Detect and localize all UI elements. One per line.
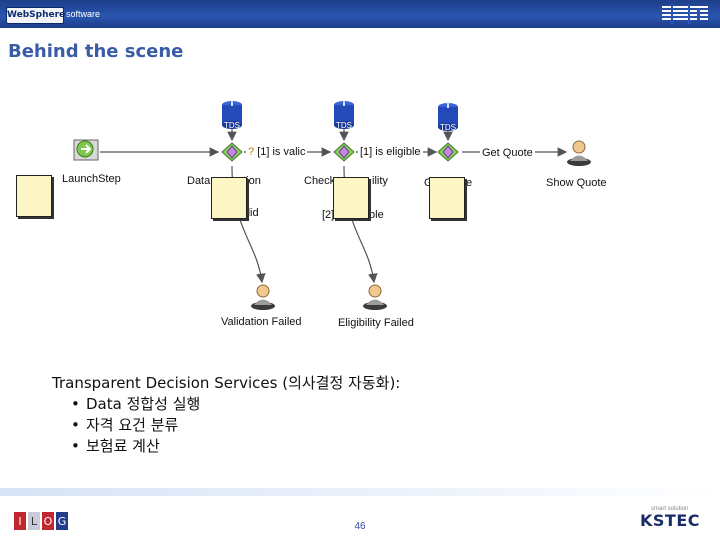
check-eligibility-label-tail: ility [372, 175, 388, 187]
eligibility-failed-label: Eligibility Failed [338, 317, 414, 329]
validation-failed-label: Validation Failed [221, 316, 302, 328]
list-item: 자격 요건 분류 [86, 415, 200, 436]
edge-label-eligible: [1] is eligible [358, 146, 423, 158]
data-validation-label: Data [187, 175, 211, 187]
svg-text:O: O [44, 515, 53, 528]
description-heading: Transparent Decision Services (의사결정 자동화)… [52, 374, 401, 392]
kstec-logo: KSTEC [640, 511, 701, 530]
edge-label-valid: ? [1] is valic [246, 146, 308, 158]
database-icon [438, 102, 458, 131]
svg-text:I: I [18, 515, 21, 528]
launch-step-icon [73, 139, 99, 161]
user-task-icon [363, 284, 387, 310]
edge-label-get-quote: Get Quote [480, 147, 535, 159]
svg-text:L: L [31, 515, 38, 528]
database-label: TDS [440, 123, 456, 132]
ilog-logo: I L O G [14, 512, 68, 530]
sticky-note [429, 177, 465, 219]
list-item: 보험료 계산 [86, 436, 200, 457]
product-label: software [66, 9, 101, 19]
edge-label-not-eligible: [2] [322, 209, 335, 221]
footer-band [0, 488, 720, 496]
database-icon [334, 100, 354, 129]
database-icon [222, 100, 242, 129]
user-task-icon [567, 140, 591, 166]
svg-text:G: G [58, 515, 67, 528]
decision-service-icon [333, 142, 355, 162]
check-eligibility-label: Check [304, 175, 336, 187]
database-label: TDS [336, 121, 352, 130]
ibm-logo [662, 4, 708, 24]
launch-step-label: LaunchStep [62, 173, 121, 185]
decision-service-icon [437, 142, 459, 162]
get-quote-label-tail: te [463, 177, 473, 189]
slide-title: Behind the scene [8, 41, 184, 62]
get-quote-label: G [424, 177, 433, 189]
sticky-note [16, 175, 52, 217]
user-task-icon [251, 284, 275, 310]
kstec-tagline: smart solution [651, 506, 689, 512]
websphere-logo: WebSphere [6, 7, 65, 24]
decision-service-icon [221, 142, 243, 162]
show-quote-label: Show Quote [546, 177, 607, 189]
sticky-note [211, 177, 247, 219]
database-label: TDS [224, 121, 240, 130]
header-bar [0, 0, 720, 28]
list-item: Data 정합성 실행 [86, 394, 200, 415]
page-number: 46 [354, 521, 366, 532]
feature-list: Data 정합성 실행 자격 요건 분류 보험료 계산 [86, 394, 200, 457]
sticky-note [333, 177, 369, 219]
